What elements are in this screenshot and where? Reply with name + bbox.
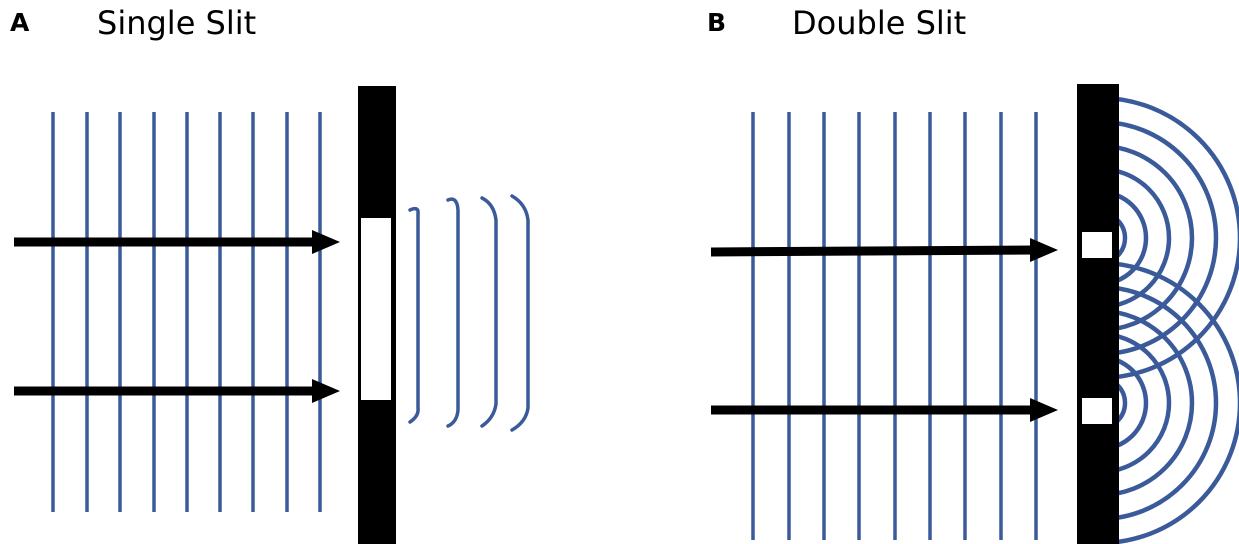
diffracted-wavefront bbox=[510, 194, 530, 432]
diffracted-wavefront bbox=[480, 196, 498, 428]
double-slit-diagram bbox=[710, 84, 1239, 544]
panel-title-single-slit: Single Slit bbox=[97, 4, 257, 42]
slit-opening-upper bbox=[1082, 232, 1112, 258]
incident-wavefronts bbox=[51, 112, 322, 512]
incident-arrows bbox=[710, 238, 1058, 422]
panel-title-double-slit: Double Slit bbox=[792, 4, 967, 42]
single-slit-panel: A Single Slit bbox=[10, 4, 530, 544]
right-arrow-icon bbox=[312, 230, 340, 254]
incident-wavefronts bbox=[751, 112, 1038, 540]
incident-arrow-shaft bbox=[710, 245, 1035, 257]
slit-opening bbox=[361, 218, 391, 400]
slit-opening-lower bbox=[1082, 398, 1112, 424]
right-arrow-icon bbox=[1030, 398, 1058, 422]
diffracted-wavefront bbox=[408, 206, 420, 424]
double-slit-panel: B Double Slit bbox=[620, 0, 1239, 544]
panel-letter-a: A bbox=[10, 8, 30, 37]
right-arrow-icon bbox=[312, 379, 340, 403]
barrier bbox=[1077, 84, 1119, 544]
barrier-wall bbox=[1077, 84, 1119, 544]
diffracted-wavefront bbox=[446, 197, 460, 428]
incident-arrows bbox=[14, 230, 340, 403]
right-arrow-icon bbox=[1030, 238, 1058, 262]
barrier bbox=[358, 86, 396, 544]
panel-letter-b: B bbox=[707, 8, 727, 37]
single-slit-diagram bbox=[14, 86, 530, 544]
diffracted-wavefronts bbox=[408, 194, 530, 432]
